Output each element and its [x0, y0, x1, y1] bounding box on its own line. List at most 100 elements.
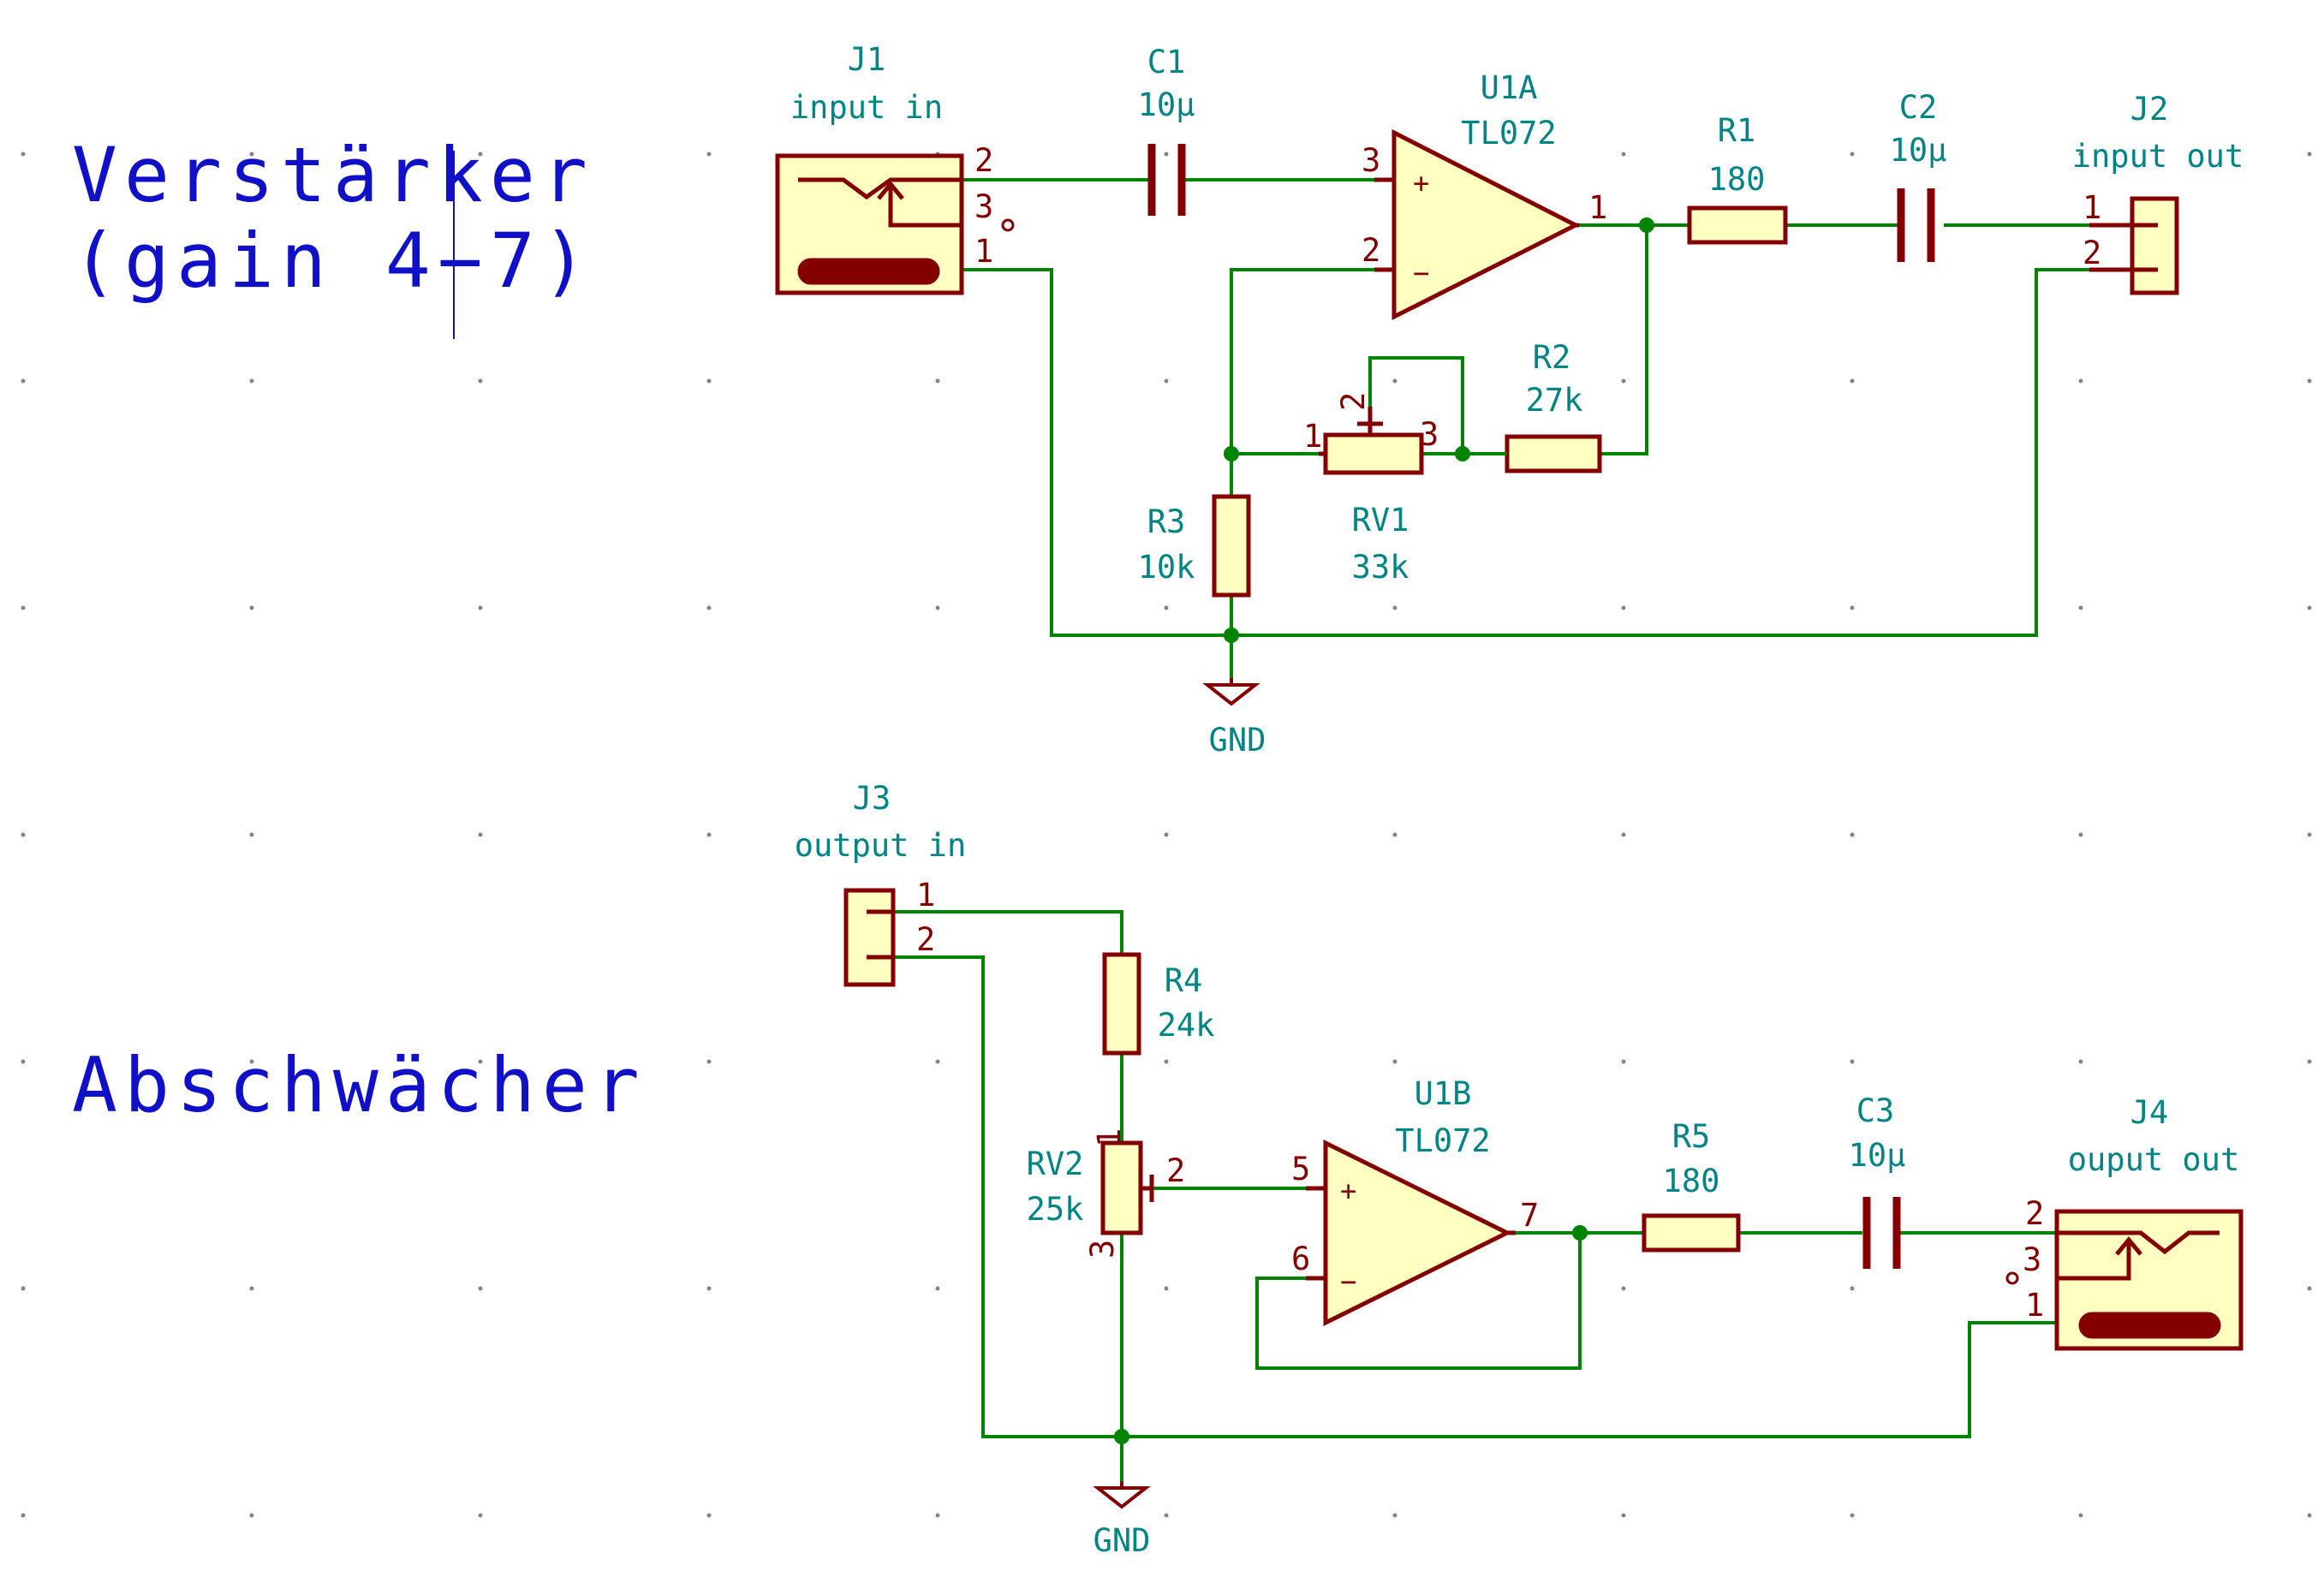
grid-dot — [1850, 1286, 1855, 1291]
pin-number: 2 — [1362, 232, 1380, 269]
grid-dot — [706, 378, 712, 384]
grid-dot — [1621, 152, 1626, 157]
unconnected-pin-marker — [2005, 1271, 2019, 1285]
grid-dot — [1392, 605, 1397, 610]
grid-dot — [706, 1059, 712, 1064]
C3-ref: C3 — [1856, 1092, 1895, 1129]
U1A-ref: U1A — [1481, 69, 1538, 106]
pin-number: 3 — [1084, 1240, 1121, 1259]
pot-wiper — [1141, 1175, 1154, 1202]
R5-resistor[interactable]: R5 180 — [1642, 1118, 1741, 1253]
J3-connector[interactable]: 1 2 J3 output in — [795, 780, 966, 987]
grid-dot — [2307, 1286, 2312, 1291]
pin-number: 1 — [2083, 189, 2101, 226]
J3-value: output in — [795, 827, 966, 864]
capacitor-plates — [1897, 188, 1935, 262]
J4-ref: J4 — [2130, 1094, 2169, 1131]
pin-number: 5 — [1291, 1151, 1310, 1187]
grid-dot — [249, 832, 254, 837]
RV1-ref: RV1 — [1352, 502, 1409, 539]
RV2-value: 25k — [1027, 1191, 1084, 1228]
pin-number: 2 — [2083, 235, 2101, 271]
grid-dot — [1392, 1513, 1397, 1518]
grid-dots — [21, 152, 2312, 1518]
grid-dot — [935, 832, 940, 837]
pin-number: 2 — [916, 921, 935, 958]
jack-switch — [2057, 1240, 2131, 1281]
grid-dot — [21, 152, 26, 157]
opamp-pins — [1306, 1186, 1516, 1281]
grid-dot — [706, 152, 712, 157]
grid-dot — [2307, 605, 2312, 610]
C1-capacitor[interactable]: C1 10µ — [1100, 44, 1229, 216]
ground-symbol: GND — [1093, 1481, 1151, 1559]
J1-jack[interactable]: 2 3 1 J1 input in — [775, 41, 1015, 295]
J4-jack[interactable]: 2 3 1 J4 ouput out — [2005, 1094, 2244, 1351]
pin-number: 1 — [2025, 1287, 2044, 1324]
grid-dot — [1850, 378, 1855, 384]
GND1-label: GND — [1209, 722, 1266, 759]
grid-dot — [1164, 832, 1169, 837]
ground-icon — [1093, 1481, 1151, 1509]
grid-dot — [1621, 378, 1626, 384]
grid-dot — [21, 1059, 26, 1064]
RV1-potentiometer[interactable]: 1 2 3 RV1 33k — [1303, 392, 1439, 586]
pin-number: 3 — [1362, 142, 1380, 179]
connector-body — [2130, 196, 2179, 295]
grid-dot — [1850, 832, 1855, 837]
R3-resistor[interactable]: R3 10k — [1138, 494, 1251, 598]
C1-value: 10µ — [1138, 86, 1195, 123]
grid-dot — [478, 1059, 483, 1064]
capacitor-plates — [1862, 1197, 1901, 1269]
RV2-potentiometer[interactable]: 1 2 3 RV2 25k — [1027, 1128, 1186, 1259]
grid-dot — [2078, 152, 2083, 157]
grid-dot — [1164, 1286, 1169, 1291]
grid-dot — [2307, 1513, 2312, 1518]
grid-dot — [706, 1513, 712, 1518]
pin-number: 3 — [974, 188, 993, 225]
grid-dot — [478, 378, 483, 384]
pin-number: 7 — [1520, 1197, 1539, 1234]
grid-dot — [478, 605, 483, 610]
grid-dot — [2078, 832, 2083, 837]
U1B-opamp[interactable]: + − 5 6 7 U1B TL072 — [1291, 1075, 1539, 1327]
plus-icon: + — [1340, 1175, 1356, 1207]
grid-dot — [935, 1513, 940, 1518]
grid-dot — [706, 832, 712, 837]
grid-dot — [935, 1059, 940, 1064]
U1A-value: TL072 — [1461, 115, 1556, 152]
grid-dot — [1392, 1059, 1397, 1064]
jack-tip-spring — [2057, 1230, 2220, 1255]
pot-wiper — [1319, 407, 1383, 456]
grid-dot — [249, 1513, 254, 1518]
R2-resistor[interactable]: R2 27k — [1463, 339, 1602, 473]
J1-value: input in — [790, 89, 943, 126]
attenuator-title: Abschwächer — [72, 1041, 647, 1129]
R4-value: 24k — [1158, 1007, 1215, 1044]
J2-connector[interactable]: 1 2 J2 input out — [2072, 91, 2244, 295]
grid-dot — [478, 1286, 483, 1291]
pin-number: 1 — [974, 233, 993, 270]
C2-value: 10µ — [1890, 132, 1947, 169]
grid-dot — [1164, 1059, 1169, 1064]
resistor-body — [1212, 494, 1251, 598]
R2-value: 27k — [1526, 382, 1583, 419]
grid-dot — [935, 378, 940, 384]
grid-dot — [2307, 832, 2312, 837]
R4-resistor[interactable]: R4 24k — [1102, 952, 1215, 1056]
grid-dot — [935, 1286, 940, 1291]
resistor-body — [1102, 952, 1141, 1056]
C2-capacitor[interactable]: C2 10µ — [1890, 89, 1947, 262]
grid-dot — [249, 1286, 254, 1291]
R3-ref: R3 — [1147, 503, 1186, 540]
grid-dot — [2078, 378, 2083, 384]
R5-ref: R5 — [1672, 1118, 1711, 1155]
amplifier-wires — [938, 178, 2089, 678]
grid-dot — [1164, 605, 1169, 610]
U1A-opamp[interactable]: + − 3 2 1 U1A TL072 — [1362, 69, 1607, 321]
grid-dot — [1392, 378, 1397, 384]
C3-capacitor[interactable]: C3 10µ — [1849, 1092, 1906, 1269]
pin-number: 1 — [1091, 1128, 1128, 1147]
R1-resistor[interactable]: R1 180 — [1647, 112, 1788, 245]
